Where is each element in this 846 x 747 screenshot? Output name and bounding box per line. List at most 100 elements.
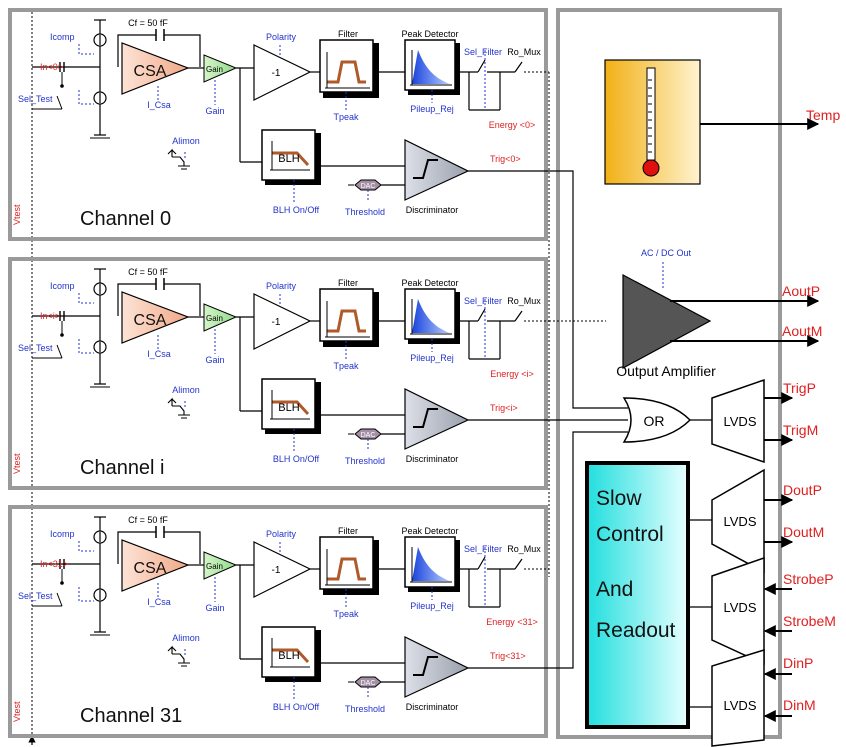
channel-title: Channel 0 xyxy=(80,208,171,230)
dac-label: DAC xyxy=(361,680,376,687)
cf-label: Cf = 50 fF xyxy=(128,18,168,28)
io-signal-label: AoutP xyxy=(782,283,820,299)
peak-detector-label: Peak Detector xyxy=(401,278,458,288)
blh-label: BLH xyxy=(278,153,299,165)
filter-label: Filter xyxy=(338,29,358,39)
filter-label: Filter xyxy=(338,526,358,536)
blh-onoff-label: BLH On/Off xyxy=(273,702,320,712)
temp-signal-label: Temp xyxy=(806,107,840,123)
i-csa-label: I_Csa xyxy=(147,349,171,359)
discriminator-label: Discriminator xyxy=(406,454,459,464)
gain-control-label: Gain xyxy=(205,355,224,365)
sel-filter-label: Sel_Filter xyxy=(464,544,502,554)
gain-amp-label: Gain xyxy=(206,65,223,74)
io-signal-label: DinM xyxy=(783,697,816,713)
threshold-label: Threshold xyxy=(345,704,385,714)
lvds-label: LVDS xyxy=(724,600,757,615)
inverter-label: -1 xyxy=(272,68,281,79)
icomp-label: Icomp xyxy=(50,32,75,42)
lvds-din xyxy=(711,648,765,747)
gain-control-label: Gain xyxy=(205,106,224,116)
io-signal-label: DoutP xyxy=(783,482,822,498)
vtest-label: Vtest xyxy=(12,701,22,722)
pileup-rej-label: Pileup_Rej xyxy=(410,104,454,114)
peak-detector-label: Peak Detector xyxy=(401,526,458,536)
cf-label: Cf = 50 fF xyxy=(128,515,168,525)
or-gate xyxy=(622,397,692,443)
vtest-label: Vtest xyxy=(12,453,22,474)
slow-control-line: Control xyxy=(596,523,664,546)
trig-label: Trig<i> xyxy=(490,403,518,413)
ac-dc-out-label: AC / DC Out xyxy=(641,248,692,258)
vtest-label: Vtest xyxy=(12,204,22,225)
io-signal-label: StrobeM xyxy=(783,613,836,629)
discriminator-label: Discriminator xyxy=(406,702,459,712)
pileup-rej-label: Pileup_Rej xyxy=(410,601,454,611)
csa-label: CSA xyxy=(134,560,167,577)
gain-amp-label: Gain xyxy=(206,314,223,323)
pileup-rej-label: Pileup_Rej xyxy=(410,353,454,363)
inverter-label: -1 xyxy=(272,565,281,576)
lvds-trig xyxy=(711,378,765,464)
io-signal-label: DoutM xyxy=(783,524,824,540)
slow-control-line: Readout xyxy=(596,619,676,642)
io-signal-label: StrobeP xyxy=(783,571,834,587)
trig-label: Trig<0> xyxy=(490,154,521,164)
icomp-label: Icomp xyxy=(50,529,75,539)
or-gate-label: OR xyxy=(644,413,665,429)
sel-test-label: Sel_Test xyxy=(18,94,53,104)
io-signal-label: TrigM xyxy=(783,422,818,438)
tpeak-label: Tpeak xyxy=(333,609,359,619)
blh-onoff-label: BLH On/Off xyxy=(273,205,320,215)
peak-detector-label: Peak Detector xyxy=(401,29,458,39)
ro-mux-label: Ro_Mux xyxy=(507,47,541,57)
gain-amp-label: Gain xyxy=(206,562,223,571)
cf-label: Cf = 50 fF xyxy=(128,267,168,277)
tpeak-label: Tpeak xyxy=(333,361,359,371)
io-signal-label: AoutM xyxy=(782,323,822,339)
blh-onoff-label: BLH On/Off xyxy=(273,454,320,464)
channel-title: Channel 31 xyxy=(80,705,182,727)
icomp-label: Icomp xyxy=(50,281,75,291)
output-amplifier-label: Output Amplifier xyxy=(616,363,716,379)
trig-label: Trig<31> xyxy=(490,651,526,661)
polarity-label: Polarity xyxy=(266,281,297,291)
filter-label: Filter xyxy=(338,278,358,288)
channel-title: Channel i xyxy=(80,457,165,479)
gain-control-label: Gain xyxy=(205,603,224,613)
blh-label: BLH xyxy=(278,650,299,662)
lvds-label: LVDS xyxy=(724,414,757,429)
energy-label: Energy <0> xyxy=(489,120,536,130)
dac-label: DAC xyxy=(361,432,376,439)
ro-mux-label: Ro_Mux xyxy=(507,296,541,306)
input-label: In<i> xyxy=(40,311,60,321)
sel-test-label: Sel_Test xyxy=(18,591,53,601)
slow-control-line: And xyxy=(596,578,633,601)
io-signal-label: TrigP xyxy=(783,380,816,396)
i-csa-label: I_Csa xyxy=(147,100,171,110)
io-signal-label: DinP xyxy=(783,655,813,671)
lvds-label: LVDS xyxy=(724,514,757,529)
slow-control-block xyxy=(585,461,690,729)
blh-label: BLH xyxy=(278,402,299,414)
output-amplifier-symbol xyxy=(622,274,712,370)
dac-label: DAC xyxy=(361,183,376,190)
alimon-label: Alimon xyxy=(172,136,200,146)
thermometer-icon xyxy=(642,159,660,177)
polarity-label: Polarity xyxy=(266,32,297,42)
lvds-label: LVDS xyxy=(724,698,757,713)
energy-label: Energy <31> xyxy=(486,617,538,627)
threshold-label: Threshold xyxy=(345,207,385,217)
inverter-label: -1 xyxy=(272,317,281,328)
right-panel xyxy=(556,8,782,739)
polarity-label: Polarity xyxy=(266,529,297,539)
slow-control-line: Slow xyxy=(596,487,642,510)
alimon-label: Alimon xyxy=(172,385,200,395)
csa-label: CSA xyxy=(134,312,167,329)
energy-label: Energy <i> xyxy=(490,369,534,379)
sel-filter-label: Sel_Filter xyxy=(464,296,502,306)
alimon-label: Alimon xyxy=(172,633,200,643)
csa-label: CSA xyxy=(134,63,167,80)
